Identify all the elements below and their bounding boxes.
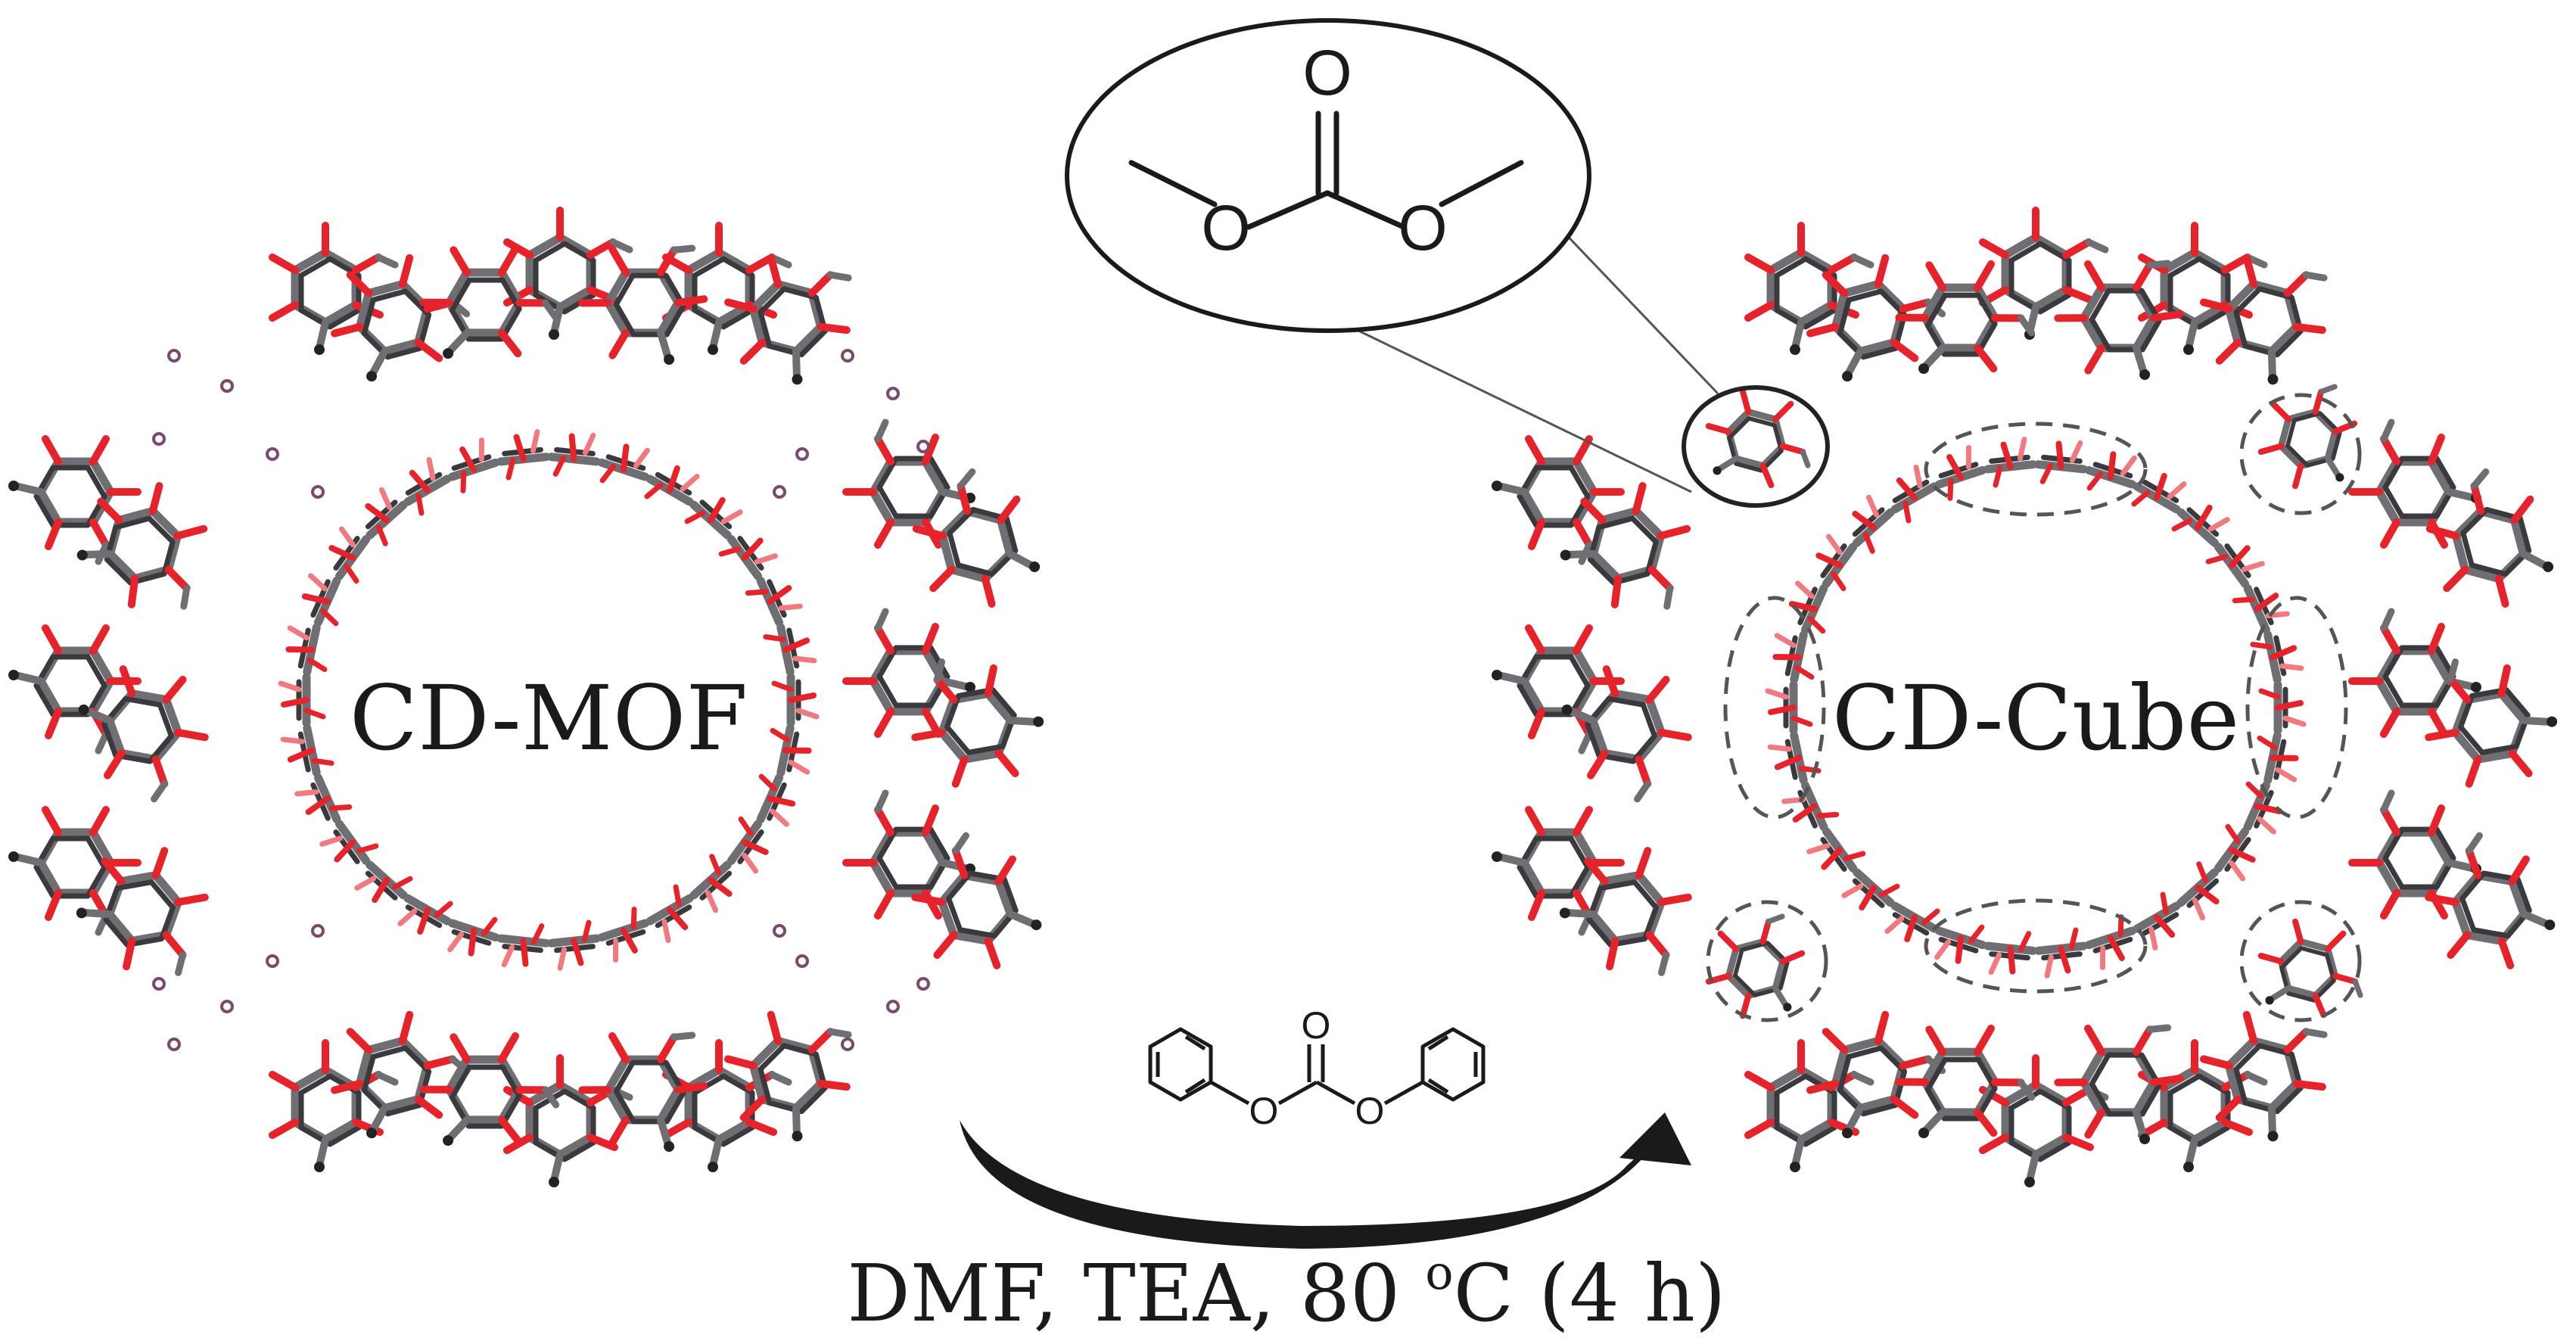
phenyl-ring-right [1420, 1027, 1486, 1102]
macrocycle-segment [1985, 439, 2035, 486]
macrocycle-segment [2036, 439, 2086, 486]
potassium-ion [152, 977, 166, 991]
cd-mof-wall-bottom [272, 997, 872, 1187]
macrocycle-segment [498, 431, 548, 478]
highlighted-crosslink-ellipse [1682, 385, 1830, 508]
curved-arrow-body [960, 1120, 1661, 1249]
potassium-ion [311, 924, 325, 938]
crosslink-marker-top [1924, 422, 2148, 517]
conditions-degree: o [1425, 1245, 1453, 1300]
zoom-inset-ellipse [1065, 18, 1591, 333]
potassium-ion [795, 447, 809, 461]
potassium-ion [167, 1038, 181, 1051]
potassium-ion [167, 349, 181, 362]
potassium-ion [152, 432, 166, 446]
macrocycle-segment [764, 622, 815, 675]
inset-oxygen-left: O [1201, 192, 1250, 263]
macrocycle-segment [2261, 685, 2304, 730]
crosslink-marker-left [1723, 596, 1826, 820]
macrocycle-segment [774, 677, 817, 723]
cd-mof-structure: CD-MOF [8, 210, 1059, 1187]
potassium-ion [773, 924, 786, 938]
potassium-ion [266, 447, 279, 461]
cd-mof-wall-right [846, 422, 1059, 972]
cd-cube-label: CD-Cube [1832, 666, 2240, 770]
macrocycle-segment [1768, 685, 1810, 730]
potassium-ion [916, 977, 930, 991]
macrocycle-segment [549, 922, 599, 969]
macrocycle-segment [549, 431, 599, 478]
cd-cube-wall-right [2352, 422, 2573, 972]
cd-cube-wall-top [1748, 210, 2347, 411]
macrocycle-segment [444, 438, 500, 493]
reaction-arrow [960, 1112, 1691, 1249]
cd-mof-potassium-ions [152, 349, 930, 1051]
macrocycle-segment [498, 922, 548, 969]
reagent-oxygen-top: O [1302, 1004, 1331, 1047]
macrocycle-segment [2036, 929, 2086, 976]
macrocycle-segment [745, 571, 803, 630]
cd-cube-wall-bottom [1748, 994, 2347, 1187]
cd-mof-wall-top [272, 210, 872, 401]
potassium-ion [220, 379, 234, 393]
potassium-ion [841, 1038, 854, 1051]
potassium-ion [220, 1000, 234, 1013]
conditions-tail: C (4 h) [1454, 1247, 1726, 1339]
macrocycle-segment [444, 907, 500, 962]
crosslink-marker-right [2245, 596, 2348, 820]
crosslink-marker-bottom [1924, 898, 2148, 994]
potassium-ion [773, 485, 786, 499]
cd-cube-wall-left [1492, 439, 1705, 988]
potassium-ion [886, 387, 900, 400]
macrocycle-segment [1781, 779, 1839, 838]
crosslink-marker-bottom-left [1706, 900, 1828, 1022]
macrocycle-segment [282, 725, 333, 778]
macrocycle-segment [745, 771, 803, 830]
inset-oxygen-top: O [1302, 37, 1352, 108]
potassium-ion [841, 349, 854, 362]
macrocycle-segment [2251, 733, 2302, 786]
inset-oxygen-right: O [1398, 192, 1447, 263]
cd-mof-wall-left [8, 439, 222, 988]
diphenyl-carbonate-reagent [1148, 1027, 1486, 1106]
macrocycle-segment [282, 622, 333, 675]
macrocycle-segment [1985, 929, 2035, 976]
potassium-ion [916, 440, 930, 453]
potassium-ion [311, 485, 325, 499]
macrocycle-segment [294, 571, 352, 630]
zoom-leader-line-bottom [1331, 316, 1692, 493]
potassium-ion [795, 954, 809, 968]
crosslink-marker-top-right [2239, 393, 2362, 515]
arrow-head [1619, 1112, 1691, 1165]
macrocycle-segment [294, 771, 352, 830]
zoom-inset: O O O [1065, 18, 1719, 493]
potassium-ion [886, 1000, 900, 1013]
macrocycle-segment [597, 907, 653, 962]
conditions-main: DMF, TEA, 80 [847, 1247, 1425, 1339]
cd-mof-label: CD-MOF [350, 666, 748, 770]
macrocycle-segment [764, 725, 815, 778]
crosslink-marker-bottom-right [2239, 900, 2362, 1022]
macrocycle-segment [2084, 915, 2140, 969]
reagent-oxygen-left: O [1249, 1090, 1279, 1132]
carbonate-fragment [1128, 110, 1524, 230]
cd-cube-structure: CD-Cube [1492, 210, 2573, 1187]
carbonate-crosslink-markers [1706, 393, 2362, 1022]
macrocycle-segment [281, 677, 323, 723]
potassium-ion [266, 954, 279, 968]
macrocycle-segment [597, 438, 653, 493]
phenyl-ring-left [1148, 1027, 1213, 1102]
reaction-conditions: DMF, TEA, 80 oC (4 h) [847, 1245, 1725, 1339]
reagent-oxygen-right: O [1355, 1090, 1385, 1132]
